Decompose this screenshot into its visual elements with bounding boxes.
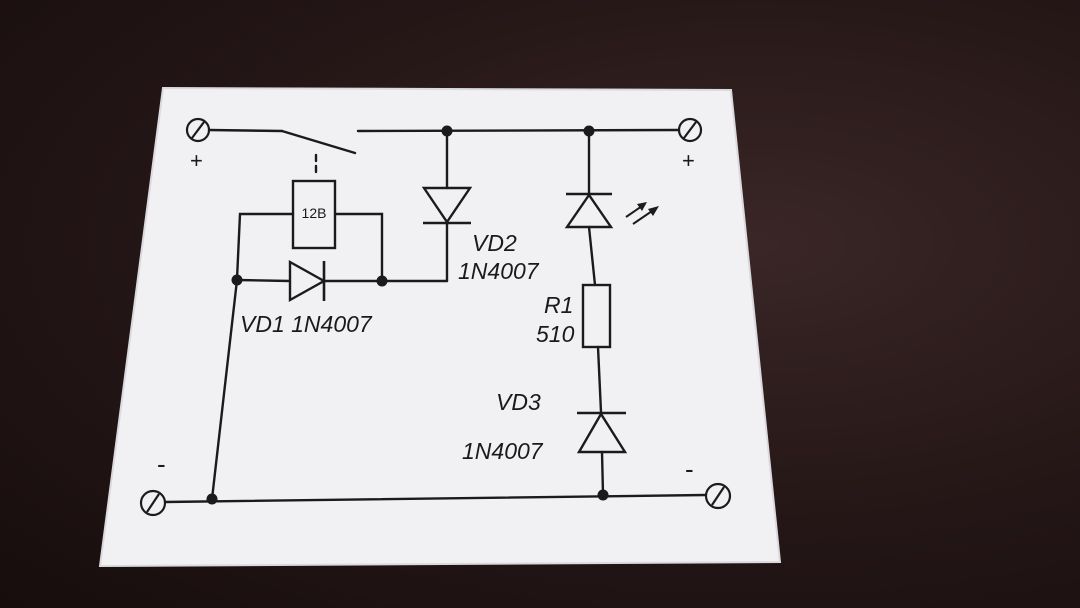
polarity-plus-right: + <box>682 148 695 173</box>
wire-r1-to-vd3 <box>596 345 603 414</box>
relay-label: 12В <box>302 205 327 221</box>
terminal-top-right-icon <box>677 117 703 143</box>
wire-left-vertical <box>210 278 239 501</box>
paper-sheet <box>100 88 780 566</box>
wire-vd1-left <box>235 278 292 283</box>
paper-shade <box>98 86 782 568</box>
vd2-part-label: 1N4007 <box>458 258 540 284</box>
wire-top-rail <box>356 128 681 133</box>
polarity-plus-left: + <box>190 148 203 173</box>
wire-bottom-rail <box>163 493 707 504</box>
wire-coil-left <box>235 212 295 281</box>
diode-vd1 <box>288 259 327 303</box>
polarity-minus-left: - <box>157 449 166 479</box>
terminal-bottom-left-icon <box>139 489 167 517</box>
relay-switch-contact <box>280 129 357 155</box>
junction-dot <box>231 274 243 286</box>
junction-dot <box>376 275 388 287</box>
junction-dot <box>206 493 218 505</box>
junction-dot <box>597 489 609 501</box>
wire-coil-right <box>333 212 384 283</box>
vd1-label: VD1 1N4007 <box>240 311 373 337</box>
led-light-rays-icon <box>625 202 659 225</box>
circuit-schematic: 12В VD1 1N4007 VD2 1N4007 <box>139 117 732 517</box>
vd3-part-label: 1N4007 <box>462 438 544 464</box>
resistor-r1 <box>581 283 612 349</box>
vd3-name-label: VD3 <box>496 389 541 415</box>
r1-name-label: R1 <box>544 292 573 318</box>
terminal-bottom-right-icon <box>704 482 732 510</box>
wire-top-left <box>207 128 284 133</box>
junction-dot <box>583 125 595 137</box>
r1-value-label: 510 <box>536 321 575 347</box>
wire-led-to-r1 <box>587 225 597 287</box>
vd2-name-label: VD2 <box>472 230 517 256</box>
wire-vd3-bottom <box>600 450 605 496</box>
junction-dot <box>441 125 453 137</box>
polarity-minus-right: - <box>685 454 694 484</box>
